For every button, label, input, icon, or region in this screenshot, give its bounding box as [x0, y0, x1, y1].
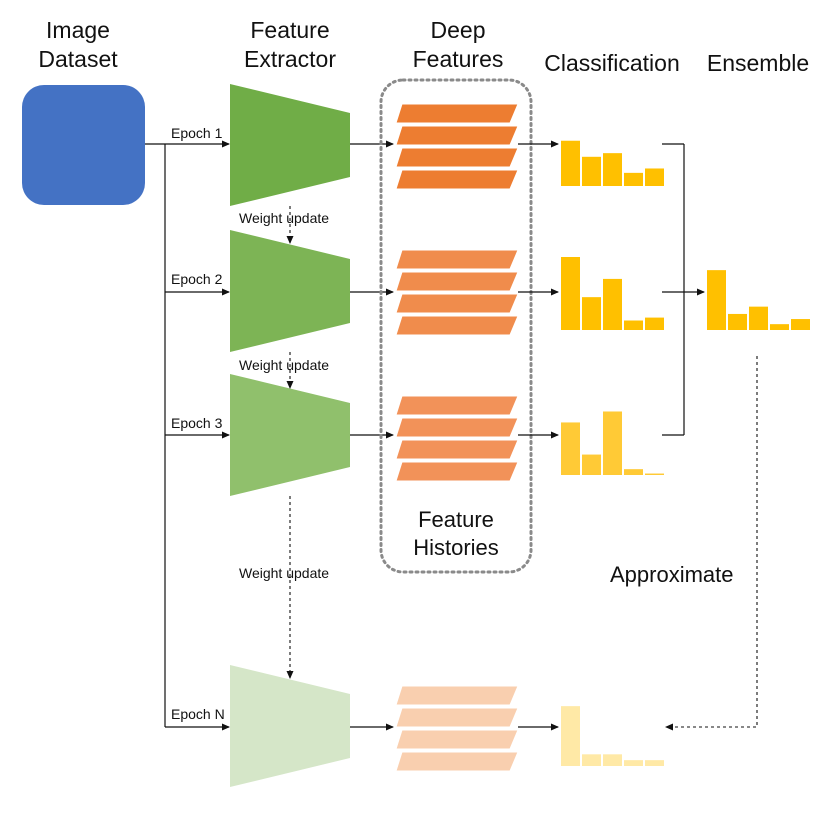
- epoch-1-label: Epoch 1: [171, 125, 223, 141]
- ensemble-histogram: [707, 270, 810, 330]
- feature-layer: [395, 103, 519, 124]
- histogram-bar: [561, 422, 580, 475]
- approximate-arrow: [665, 356, 758, 731]
- histogram-bar: [603, 754, 622, 766]
- feature-layer: [395, 729, 519, 750]
- histogram-bar: [645, 168, 664, 186]
- weight-update-label-2: Weight update: [239, 357, 330, 373]
- histogram-bar: [603, 411, 622, 475]
- ensemble-bar: [707, 270, 726, 330]
- histogram-bar: [603, 153, 622, 186]
- feature-stack-4: [395, 685, 519, 772]
- feature-layer: [395, 751, 519, 772]
- histogram-bar: [645, 473, 664, 475]
- histogram-bar: [624, 469, 643, 475]
- classification-histogram-2: [561, 257, 664, 330]
- feature-stack-1: [395, 103, 519, 190]
- header-feature-extractor: Feature Extractor: [243, 17, 337, 72]
- histogram-bar: [624, 760, 643, 766]
- histogram-bar: [561, 140, 580, 186]
- weight-update-label-1: Weight update: [239, 210, 330, 226]
- ensemble-bracket: [662, 143, 705, 436]
- dataset-connectors: [145, 140, 230, 731]
- feature-layer: [395, 395, 519, 416]
- feature-extractor-epoch-2: [230, 230, 350, 352]
- feature-layer: [395, 271, 519, 292]
- header-ensemble: Ensemble: [706, 50, 810, 76]
- header-deep-features: Deep Features: [412, 17, 504, 72]
- histogram-bar: [624, 320, 643, 330]
- histogram-bar: [645, 760, 664, 766]
- feature-extractor-epoch-1: [230, 84, 350, 206]
- classification-histograms: [561, 140, 664, 766]
- ensemble-bar: [728, 313, 747, 330]
- histogram-bar: [624, 172, 643, 186]
- extractor-to-feature-arrows: [350, 140, 394, 731]
- feature-layer: [395, 293, 519, 314]
- histogram-bar: [582, 156, 601, 186]
- ensemble-bar: [770, 324, 789, 330]
- approximate-label: Approximate: [610, 562, 734, 587]
- feature-layer: [395, 685, 519, 706]
- classification-histogram-4: [561, 706, 664, 766]
- feature-layer: [395, 169, 519, 190]
- feature-layer: [395, 125, 519, 146]
- feature-extractor-epoch-n: [230, 665, 350, 787]
- histogram-bar: [561, 257, 580, 330]
- ensemble-bar: [791, 319, 810, 330]
- deep-feature-stacks: [395, 103, 519, 772]
- header-image-dataset: Image Dataset: [38, 17, 118, 72]
- feature-stack-2: [395, 249, 519, 336]
- histogram-bar: [582, 754, 601, 766]
- feature-layer: [395, 707, 519, 728]
- feature-to-classification-arrows: [518, 140, 559, 731]
- feature-layer: [395, 417, 519, 438]
- epoch-2-label: Epoch 2: [171, 271, 223, 287]
- histogram-bar: [561, 706, 580, 766]
- feature-layer: [395, 461, 519, 482]
- histogram-bar: [582, 454, 601, 475]
- weight-update-label-3: Weight update: [239, 565, 330, 581]
- image-dataset-box: [22, 85, 145, 205]
- feature-histories-box: [379, 78, 533, 574]
- feature-extractor-epoch-3: [230, 374, 350, 496]
- epoch-3-label: Epoch 3: [171, 415, 223, 431]
- classification-histogram-3: [561, 411, 664, 475]
- histogram-bar: [582, 297, 601, 330]
- feature-layer: [395, 147, 519, 168]
- feature-histories-label: Feature Histories: [413, 507, 499, 560]
- epoch-n-label: Epoch N: [171, 706, 225, 722]
- feature-layer: [395, 249, 519, 270]
- histogram-bar: [645, 317, 664, 330]
- ensemble-bar: [749, 306, 768, 330]
- feature-layer: [395, 315, 519, 336]
- feature-layer: [395, 439, 519, 460]
- feature-stack-3: [395, 395, 519, 482]
- header-classification: Classification: [544, 50, 680, 76]
- classification-histogram-1: [561, 140, 664, 186]
- histogram-bar: [603, 278, 622, 330]
